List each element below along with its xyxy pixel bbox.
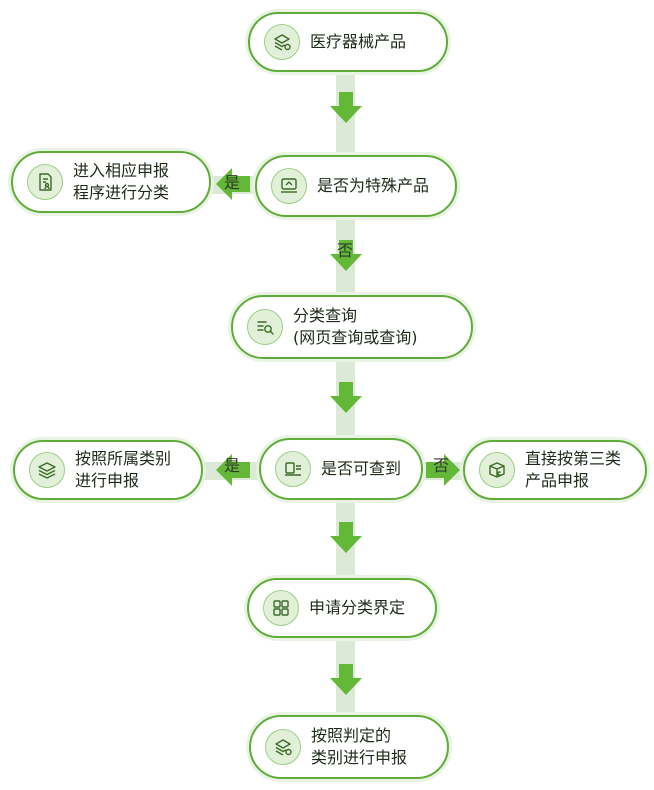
arrow-left-special <box>216 168 250 200</box>
node-label: 申请分类界定 <box>309 598 406 617</box>
stack-icon <box>29 452 65 488</box>
node-medical-device: 医疗器械产品 <box>245 9 451 75</box>
edge-label-no-found: 否 <box>433 456 450 475</box>
node-label: 进入相应申报 程序进行分类 <box>73 161 170 202</box>
arrow-down-2 <box>330 240 362 272</box>
node-label: 是否为特殊产品 <box>317 176 430 195</box>
edge-label-no-special: 否 <box>337 241 354 260</box>
arrow-down-1 <box>330 92 362 124</box>
node-declare-by-judgement: 按照判定的 类别进行申报 <box>246 712 452 782</box>
node-label: 按照判定的 类别进行申报 <box>311 726 408 767</box>
node-label: 分类查询 (网页查询或查询) <box>293 306 418 347</box>
node-classification-query: 分类查询 (网页查询或查询) <box>228 292 476 362</box>
monitor-box-icon <box>271 168 307 204</box>
node-class-three: 直接按第三类 产品申报 <box>460 437 650 503</box>
node-apply-classification: 申请分类界定 <box>244 575 440 641</box>
arrow-right-no <box>426 454 460 486</box>
arrow-down-5 <box>330 664 362 696</box>
node-label: 按照所属类别 进行申报 <box>75 449 172 490</box>
node-label: 医疗器械产品 <box>310 32 407 51</box>
node-special-product: 是否为特殊产品 <box>252 152 460 220</box>
layers-gear-icon <box>265 729 301 765</box>
package-icon <box>479 452 515 488</box>
list-search-icon <box>247 309 283 345</box>
node-special-process: 进入相应申报 程序进行分类 <box>8 148 214 216</box>
arrow-down-4 <box>330 522 362 554</box>
layers-gear-icon <box>264 24 300 60</box>
node-found-check: 是否可查到 <box>256 435 426 503</box>
arrow-left-yes <box>216 454 250 486</box>
node-declare-by-category: 按照所属类别 进行申报 <box>10 437 206 503</box>
node-label: 是否可查到 <box>321 459 402 478</box>
node-label: 直接按第三类 产品申报 <box>525 449 622 490</box>
edge-label-yes-found: 是 <box>224 456 241 475</box>
arrow-down-3 <box>330 382 362 414</box>
document-person-icon <box>27 164 63 200</box>
grid-icon <box>263 590 299 626</box>
edge-label-yes-special: 是 <box>224 173 241 192</box>
device-list-icon <box>275 451 311 487</box>
